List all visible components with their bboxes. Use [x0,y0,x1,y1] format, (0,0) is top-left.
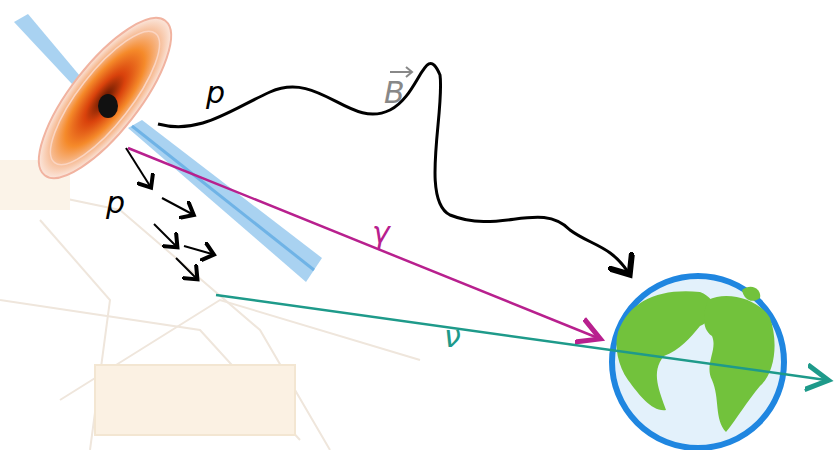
field-label: B [384,78,405,108]
proton-arrows [126,148,212,278]
photon-label: γ [372,218,390,248]
jet-upper [14,14,80,84]
cosmic-ray-path [158,64,628,272]
vector-arrow [390,67,412,77]
particle-label: p [106,188,125,218]
particle-label: p [206,78,225,108]
accretion-disk [18,0,192,196]
jet-core [132,126,314,270]
black-hole [98,94,118,118]
neutrino-line [216,295,826,380]
jet-lower [128,120,322,282]
neutrino-label: ν [444,322,461,352]
background-sketch [0,160,420,450]
gamma-ray-line [128,148,598,338]
